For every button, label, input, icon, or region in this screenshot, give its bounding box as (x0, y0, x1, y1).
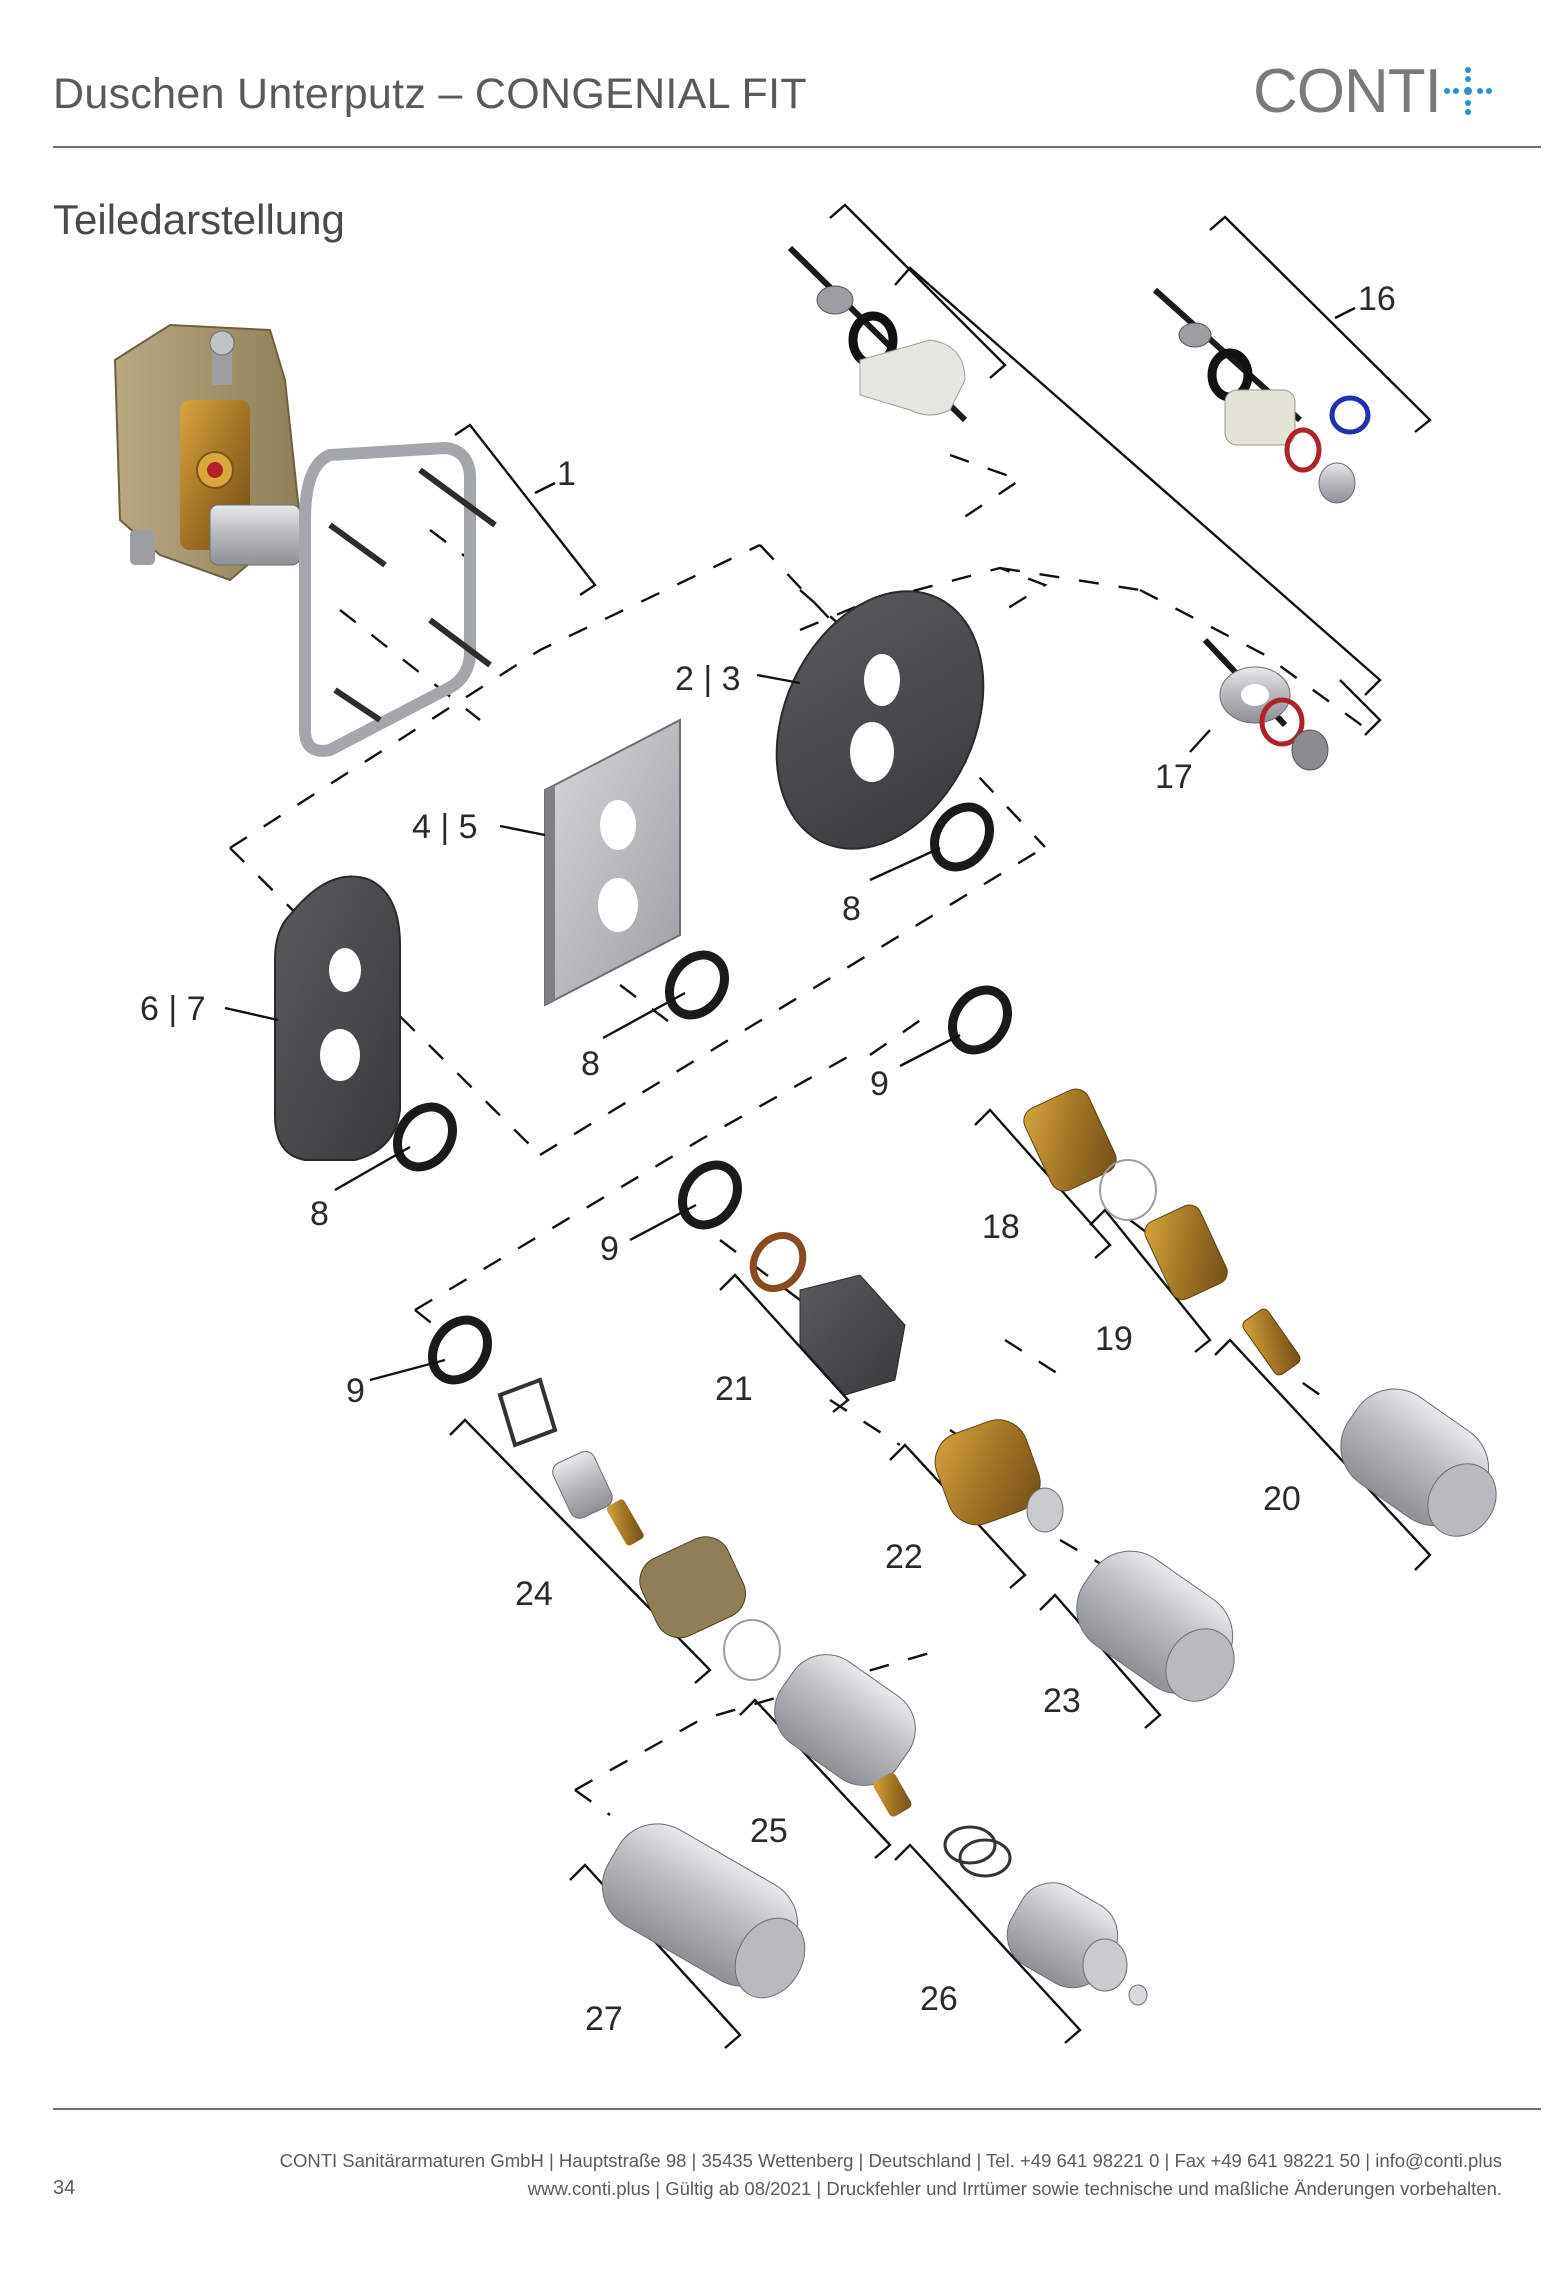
label-2-3: 2 | 3 (675, 660, 741, 698)
conti-logo: CONTI (1253, 56, 1495, 126)
part-number-labels: 1 2 | 3 4 | 5 6 | 7 8 8 8 9 9 9 16 17 18… (140, 280, 1396, 2038)
label-18: 18 (982, 1208, 1020, 1246)
oval-cover-plate-part (274, 875, 401, 1161)
label-8-b: 8 (581, 1045, 600, 1083)
footer-legal-line: www.conti.plus | Gültig ab 08/2021 | Dru… (527, 2178, 1502, 2199)
control-unit-22-23 (934, 1419, 1235, 1702)
page-header-title: Duschen Unterputz – CONGENIAL FIT (53, 70, 807, 118)
label-leader-lines (224, 306, 1356, 1382)
thermostat-handle-base-25 (774, 1654, 916, 1817)
stop-button-part-17 (1202, 637, 1329, 771)
label-19: 19 (1095, 1320, 1133, 1358)
handle-27 (601, 1823, 806, 1999)
label-8-a: 8 (842, 890, 861, 928)
header-rule (53, 146, 1541, 148)
push-button-set-16 (1152, 287, 1371, 504)
label-9-a: 9 (870, 1065, 889, 1103)
label-22: 22 (885, 1538, 923, 1576)
concealed-body-part (113, 323, 302, 582)
label-4-5: 4 | 5 (412, 808, 478, 846)
insert-part-21 (799, 1274, 906, 1396)
footer-company-line: CONTI Sanitärarmaturen GmbH | Hauptstraß… (279, 2150, 1502, 2171)
cartridge-assembly-18-20 (1023, 1088, 1497, 1537)
page-number: 34 (53, 2177, 76, 2199)
label-9-c: 9 (346, 1372, 365, 1410)
label-8-c: 8 (310, 1195, 329, 1233)
section-title: Teiledarstellung (53, 196, 345, 243)
footer-rule (53, 2108, 1541, 2110)
label-16: 16 (1358, 280, 1396, 318)
handle-cap-26 (943, 1825, 1148, 2006)
label-6-7: 6 | 7 (140, 990, 206, 1028)
push-button-set-upper (787, 245, 968, 423)
mounting-frame-part (299, 441, 497, 757)
label-25: 25 (750, 1812, 788, 1850)
round-cover-plate-part (775, 590, 985, 850)
o-ring-parts (392, 802, 1013, 1385)
label-17: 17 (1155, 758, 1193, 796)
label-1: 1 (557, 455, 576, 493)
label-26: 26 (920, 1980, 958, 2018)
thermostat-cartridge-24 (497, 1377, 781, 1681)
label-9-b: 9 (600, 1230, 619, 1268)
label-23: 23 (1043, 1682, 1081, 1720)
logo-wordmark: CONTI (1253, 56, 1442, 126)
label-20: 20 (1263, 1480, 1301, 1518)
logo-plus-icon (1443, 67, 1492, 115)
label-24: 24 (515, 1575, 553, 1613)
part-brackets (449, 203, 1432, 2049)
square-cover-plate-part (544, 718, 681, 1007)
label-27: 27 (585, 2000, 623, 2038)
label-21: 21 (715, 1370, 753, 1408)
